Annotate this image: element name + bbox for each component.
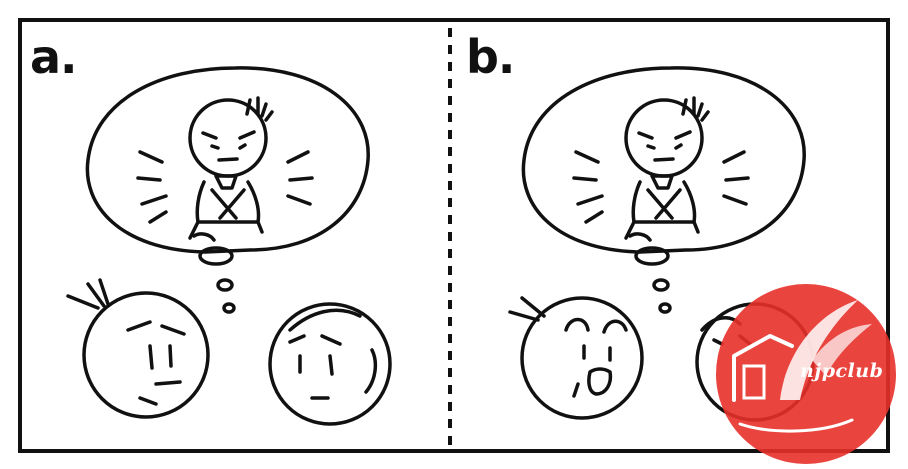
thought-dot — [652, 278, 670, 292]
thought-dot — [222, 302, 236, 314]
njpclub-watermark — [716, 284, 896, 464]
worried-face-right — [268, 302, 392, 426]
worried-face-left — [66, 278, 210, 419]
smiling-face-left — [508, 296, 644, 420]
thought-dot — [216, 278, 234, 292]
thought-bubble — [85, 66, 370, 254]
angry-figure — [624, 96, 710, 242]
watermark-text: njpclub — [800, 360, 884, 382]
thought-bubble — [521, 66, 806, 254]
panel-label-a: a. — [30, 30, 78, 84]
panel-a — [66, 66, 392, 426]
panel-label-b: b. — [466, 30, 515, 84]
thought-dot — [634, 246, 670, 266]
thought-dot — [658, 302, 672, 314]
thought-dot — [198, 246, 234, 266]
angry-figure — [188, 96, 274, 242]
outer-border — [18, 18, 890, 453]
